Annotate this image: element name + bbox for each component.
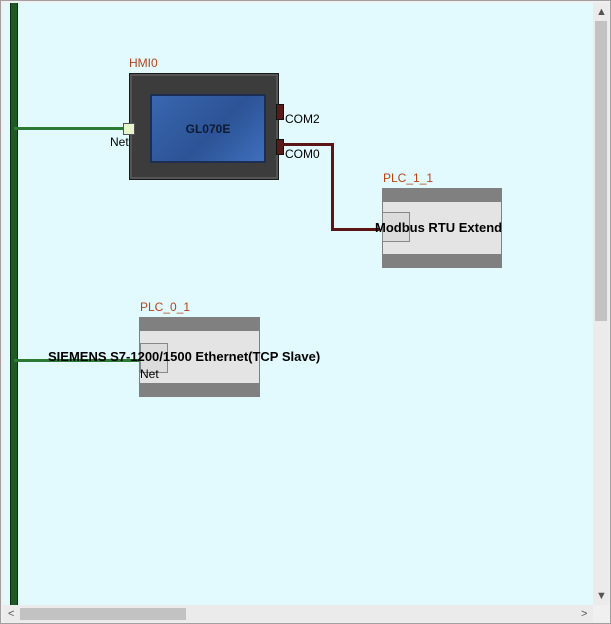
plc-0-1-port-icon[interactable] [140, 343, 168, 373]
plc-1-1-port-icon[interactable] [382, 212, 410, 242]
plc-0-1-device[interactable]: Net [139, 317, 260, 397]
plc-1-1-title: PLC_1_1 [383, 171, 434, 185]
ethernet-bus[interactable] [10, 3, 18, 605]
scroll-up-icon[interactable]: ▲ [596, 6, 607, 18]
com0-rtu-wire-v[interactable] [331, 143, 334, 230]
hmi-screen: GL070E [150, 94, 266, 163]
hmi-device[interactable]: GL070E [129, 73, 284, 180]
com2-label: COM2 [285, 112, 320, 126]
plc-1-1-protocol: Modbus RTU Extend [375, 220, 503, 235]
plc-1-1-device[interactable]: Modbus RTU Extend [375, 188, 502, 268]
horizontal-scroll-thumb[interactable] [20, 608, 186, 620]
horizontal-scrollbar[interactable]: < > [3, 605, 593, 622]
com2-port-icon[interactable] [276, 104, 284, 120]
plc-1-1-body: Modbus RTU Extend [375, 202, 502, 254]
plc-0-1-net-label: Net [140, 367, 159, 381]
plc-0-1-bottom-bar [140, 383, 259, 396]
plc-0-1-top-bar [140, 318, 259, 331]
scroll-left-icon[interactable]: < [8, 608, 15, 620]
plc-0-1-protocol: SIEMENS S7-1200/1500 Ethernet(TCP Slave) [48, 349, 321, 364]
scroll-right-icon[interactable]: > [581, 608, 588, 620]
hmi-net-label: Net [110, 135, 129, 149]
hmi-net-wire[interactable] [14, 127, 126, 130]
plc-1-1-bottom-bar [383, 254, 501, 267]
vertical-scroll-thumb[interactable] [595, 21, 607, 321]
scroll-down-icon[interactable]: ▼ [596, 590, 607, 602]
com0-label: COM0 [285, 147, 320, 161]
vertical-scrollbar[interactable]: ▲ ▼ [593, 3, 609, 605]
plc-0-1-net-wire[interactable] [14, 359, 140, 362]
com0-port-icon[interactable] [276, 139, 284, 155]
plc-1-1-top-bar [383, 189, 501, 202]
scrollbar-corner [593, 605, 609, 622]
com0-rtu-wire-h2[interactable] [331, 228, 379, 231]
com0-rtu-wire-h1[interactable] [283, 143, 333, 146]
topology-canvas[interactable]: HMI0 GL070E Net COM2 COM0 PLC_1_1 Modbus… [3, 3, 593, 605]
hmi-model-label: GL070E [185, 122, 231, 136]
plc-0-1-title: PLC_0_1 [140, 300, 191, 314]
hmi-title: HMI0 [129, 56, 158, 70]
plc-0-1-body: Net [140, 331, 259, 383]
hmi-net-port-icon[interactable] [123, 123, 135, 135]
